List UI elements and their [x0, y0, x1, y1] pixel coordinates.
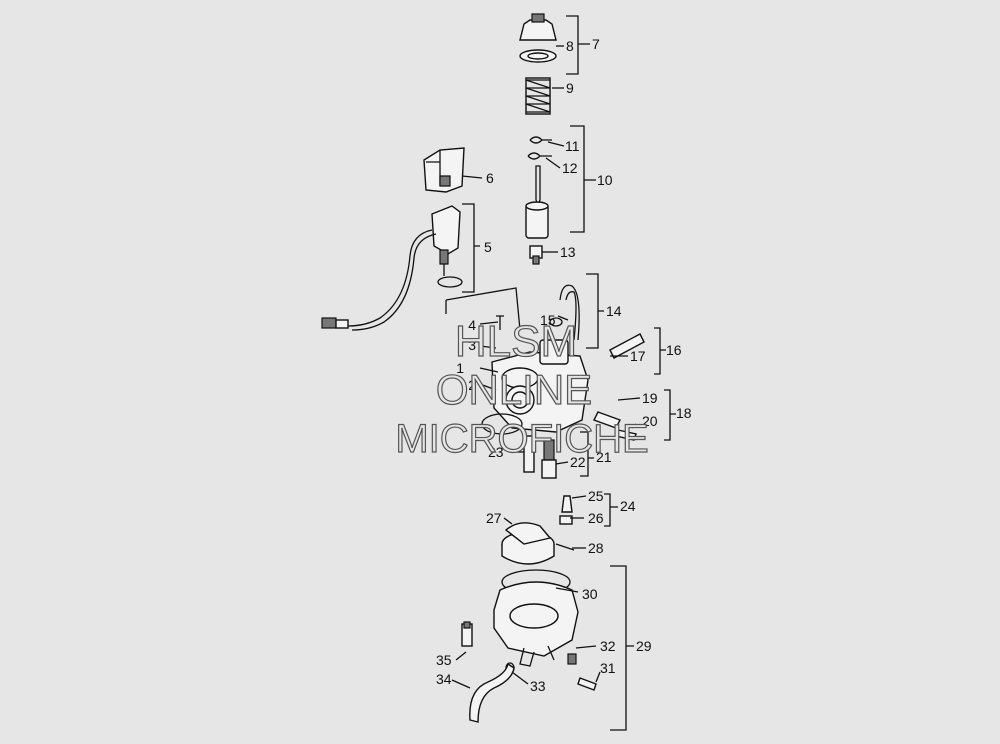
part-float-bowl-29	[493, 569, 579, 667]
part-carb-body	[481, 284, 589, 435]
callout-21: 21	[596, 449, 612, 465]
callout-15: 15	[540, 312, 556, 328]
part-needle-slide-10	[525, 165, 549, 239]
part-drain-31-33	[505, 653, 597, 691]
part-cap-7	[519, 13, 557, 63]
callout-11: 11	[565, 138, 580, 154]
part-choke-6	[423, 147, 465, 193]
callout-6: 6	[486, 170, 494, 186]
brackets	[445, 15, 676, 731]
callout-18: 18	[676, 405, 692, 421]
callout-35: 35	[436, 652, 452, 668]
callout-28: 28	[588, 540, 604, 556]
callout-27: 27	[486, 510, 502, 526]
watermark: HLSM ONLINE MICROFICHE	[395, 316, 650, 461]
callout-32: 32	[600, 638, 616, 654]
callout-4: 4	[468, 317, 476, 333]
part-screws-16-20	[593, 333, 645, 441]
callout-labels: 1 2 3 4 5 6 7 8 9 10 11 12 13 14 15 16 1…	[436, 36, 692, 694]
callout-23: 23	[488, 444, 504, 460]
callout-10: 10	[597, 172, 613, 188]
watermark-line-3: MICROFICHE	[395, 417, 648, 461]
part-jet-13	[529, 245, 543, 265]
callout-31: 31	[600, 660, 616, 676]
callout-2: 2	[468, 377, 476, 393]
callout-7: 7	[592, 36, 600, 52]
callout-17: 17	[630, 348, 646, 364]
callout-29: 29	[636, 638, 652, 654]
callout-22: 22	[570, 454, 586, 470]
part-spring-9	[525, 77, 551, 115]
callout-12: 12	[562, 160, 578, 176]
callout-19: 19	[642, 390, 658, 406]
part-choke-5-wire	[321, 205, 463, 331]
leader-lines	[451, 45, 641, 689]
callout-9: 9	[566, 80, 574, 96]
part-hose-34-35	[461, 621, 515, 723]
callout-20: 20	[642, 413, 658, 429]
callout-3: 3	[468, 337, 476, 353]
callout-8: 8	[566, 38, 574, 54]
watermark-line-2: ONLINE	[436, 366, 592, 413]
callout-34: 34	[436, 671, 452, 687]
callout-25: 25	[588, 488, 604, 504]
callout-13: 13	[560, 244, 576, 260]
callout-30: 30	[582, 586, 598, 602]
callout-24: 24	[620, 498, 636, 514]
part-clip-11-12	[527, 136, 552, 160]
callout-16: 16	[666, 342, 682, 358]
callout-5: 5	[484, 239, 492, 255]
watermark-line-1: HLSM	[455, 317, 577, 366]
callout-1: 1	[456, 360, 464, 376]
part-float-valve-24	[559, 495, 573, 525]
callout-26: 26	[588, 510, 604, 526]
part-float-27	[501, 522, 575, 565]
callout-33: 33	[530, 678, 546, 694]
callout-14: 14	[606, 303, 622, 319]
part-jets-21-23	[523, 435, 557, 479]
